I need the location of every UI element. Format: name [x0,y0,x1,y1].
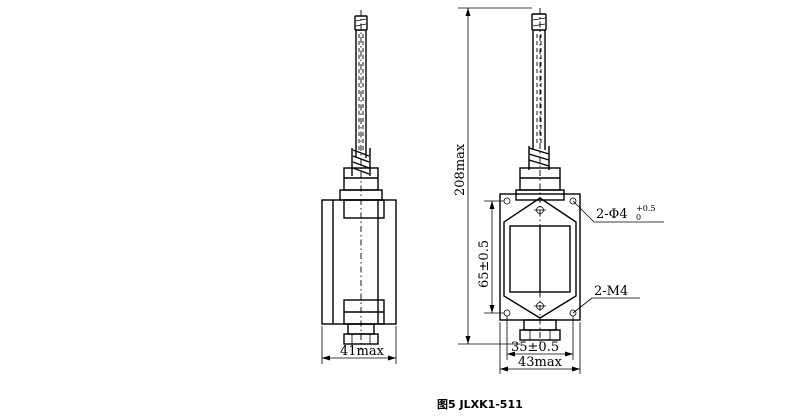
side-view: 41max [321,10,397,364]
figure-caption: 图5 JLXK1-511 [437,398,523,411]
dim-front-width-label: 43max [518,355,563,370]
front-spring [528,146,550,170]
thread-hole-tr [569,197,577,205]
dim-hole-spacing-horizontal-label: 35±0.5 [511,340,559,355]
thread-hole-bl [503,309,511,317]
mount-holes-tolerance-lower: 0 [636,213,641,222]
front-rod [531,13,547,150]
dim-front-width: 43max [499,322,581,374]
dim-side-width: 41max [321,326,397,364]
dim-hole-spacing-vertical-label: 65±0.5 [477,240,492,288]
dim-hole-spacing-horizontal: 35±0.5 [506,316,574,360]
dim-hole-spacing-vertical: 65±0.5 [477,200,504,314]
dim-overall-height-label: 208max [453,143,468,196]
front-view: 208max 65±0.5 35±0.5 43max [453,7,664,374]
thread-label: 2-M4 [594,284,628,299]
side-body [321,199,397,325]
mount-holes-label: 2-Φ4 [596,207,628,222]
leader-mount-holes: 2-Φ4 +0.5 0 [572,200,664,223]
leader-thread: 2-M4 [572,284,640,314]
dim-side-width-label: 41max [340,344,385,359]
mount-holes-tolerance-upper: +0.5 [636,204,655,213]
thread-hole-tl [503,197,511,205]
dim-overall-height: 208max [453,7,532,345]
